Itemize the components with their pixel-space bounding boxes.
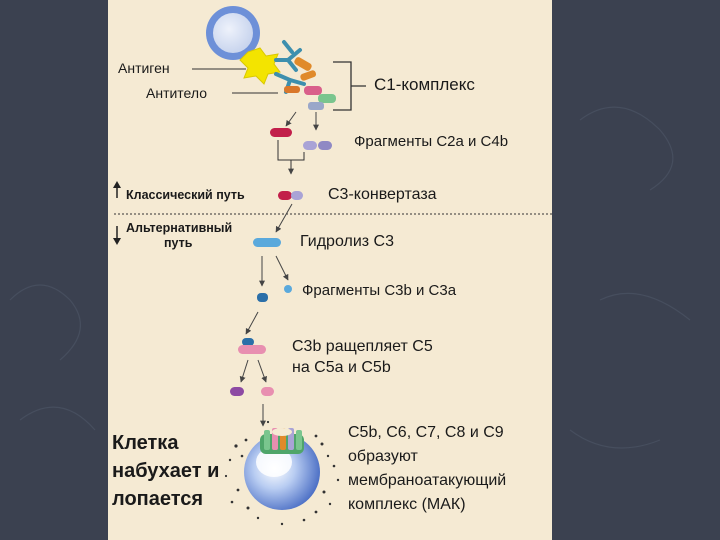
target-cell-top xyxy=(206,6,260,60)
alternative-path-arrow xyxy=(113,226,121,245)
membrane-attack-complex xyxy=(260,428,304,454)
mac-label-line4: комплекс (МАК) xyxy=(348,496,466,513)
fragments-c3b-c3a-label: Фрагменты С3b и С3а xyxy=(302,282,457,299)
fragments-c2a-c4b-label: Фрагменты C2a и C4b xyxy=(354,133,509,150)
arrow-c5-to-c5b xyxy=(257,359,267,383)
cell-swells-label-line1: Клетка xyxy=(112,432,179,454)
cell-swells-label-line3: лопается xyxy=(112,488,204,510)
c3b-splits-c5-label-line2: на С5а и С5b xyxy=(292,359,391,376)
mac-label-line1: С5b, С6, С7, С8 и С9 xyxy=(348,424,504,441)
arrow-c5-to-c5a xyxy=(239,359,249,383)
convertase-join-bracket xyxy=(277,140,305,174)
cell-debris-dots xyxy=(224,420,340,526)
c3a-fragment xyxy=(284,285,292,293)
c1-complex-bracket xyxy=(333,61,366,111)
antibody-shapes xyxy=(274,40,306,94)
antibody-label: Антитело xyxy=(146,85,207,101)
c5a-fragment xyxy=(230,387,244,396)
c3b-splits-c5-label-line1: С3b ращепляет С5 xyxy=(292,338,433,355)
c4b-fragment xyxy=(270,128,292,137)
arrow-c1-to-c4b xyxy=(285,111,297,127)
c3-shape xyxy=(253,238,281,247)
antigen-label: Антиген xyxy=(118,60,170,76)
alternative-path-label-line2: путь xyxy=(164,236,193,250)
mac-label-line3: мембраноатакующий xyxy=(348,472,507,489)
classical-path-label: Классический путь xyxy=(126,188,245,202)
arrow-c3-to-c3a xyxy=(275,255,289,281)
c3b-fragment xyxy=(257,293,268,302)
c3-convertase-shape xyxy=(278,191,303,200)
cell-swells-label-line2: набухает и xyxy=(112,460,220,482)
c1-complex-label: С1-комплекс xyxy=(374,75,475,94)
hydrolysis-c3-label: Гидролиз С3 xyxy=(300,233,394,250)
arrow-c3b-to-c5 xyxy=(245,311,259,335)
c5b-fragment xyxy=(261,387,274,396)
antigen-shape xyxy=(239,47,281,85)
arrow-convertase-to-c3 xyxy=(275,203,293,233)
c3-convertase-label: С3-конвертаза xyxy=(328,186,437,203)
mac-label-line2: образуют xyxy=(348,448,418,465)
c1-complex-shapes xyxy=(284,57,336,110)
complement-diagram-panel: Антиген Антитело С1-комплекс Фрагменты C… xyxy=(108,0,552,540)
complement-cascade-diagram xyxy=(113,6,552,526)
alternative-path-label-line1: Альтернативный xyxy=(126,221,233,235)
c3b-c5-complex xyxy=(238,338,266,354)
c2a-fragment xyxy=(303,141,332,150)
classical-path-arrow xyxy=(113,181,121,198)
